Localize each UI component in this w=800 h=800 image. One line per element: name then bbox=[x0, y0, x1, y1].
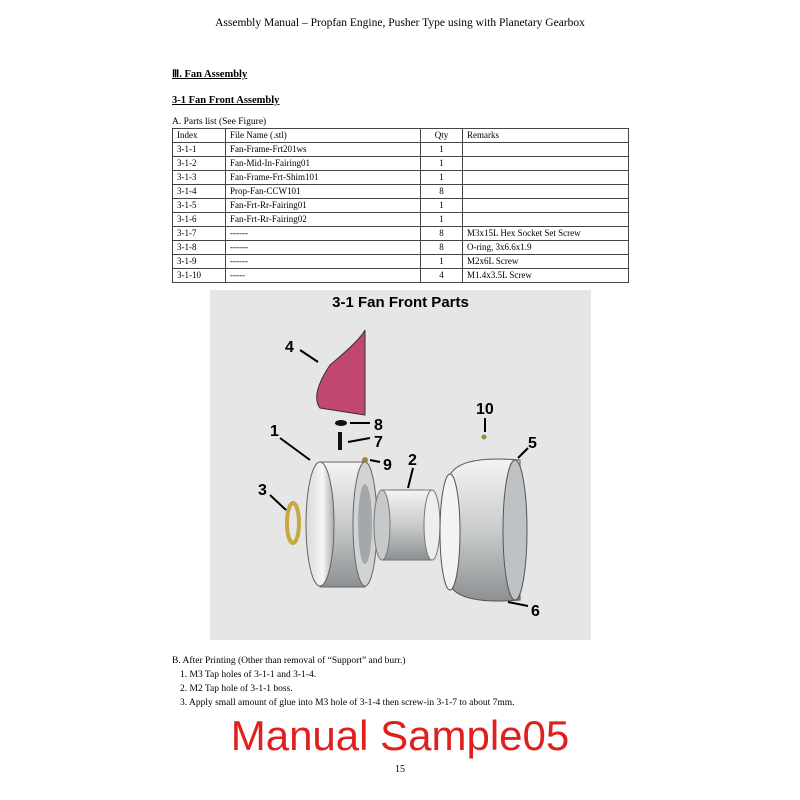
cell-remarks: M2x6L Screw bbox=[462, 254, 629, 269]
cell-index: 3-1-3 bbox=[172, 170, 226, 185]
label-3: 3 bbox=[258, 482, 267, 499]
page-header: Assembly Manual – Propfan Engine, Pusher… bbox=[215, 17, 585, 29]
figure-title: 3-1 Fan Front Parts bbox=[332, 294, 469, 311]
cell-index: 3-1-4 bbox=[172, 184, 226, 199]
cell-index: 3-1-8 bbox=[172, 240, 226, 255]
parts-caption: A. Parts list (See Figure) bbox=[172, 117, 267, 127]
cell-qty: 8 bbox=[420, 184, 463, 199]
cell-qty: 8 bbox=[420, 240, 463, 255]
label-5: 5 bbox=[528, 435, 537, 452]
column-header: Qty bbox=[420, 128, 463, 143]
parts-figure: 3-1 Fan Front Parts bbox=[210, 290, 591, 640]
cell-qty: 4 bbox=[420, 268, 463, 283]
cell-index: 3-1-6 bbox=[172, 212, 226, 227]
set-screw-part bbox=[338, 432, 342, 450]
cell-index: 3-1-1 bbox=[172, 142, 226, 157]
shim-part bbox=[285, 501, 301, 545]
cell-qty: 1 bbox=[420, 254, 463, 269]
cell-remarks bbox=[462, 198, 629, 213]
label-9: 9 bbox=[383, 457, 392, 474]
cell-remarks: M1.4x3.5L Screw bbox=[462, 268, 629, 283]
cell-index: 3-1-7 bbox=[172, 226, 226, 241]
cell-qty: 1 bbox=[420, 156, 463, 171]
o-ring-part bbox=[335, 420, 347, 426]
cell-index: 3-1-5 bbox=[172, 198, 226, 213]
page-number: 15 bbox=[395, 764, 405, 775]
cell-file-name: Fan-Frame-Frt-Shim101 bbox=[225, 170, 421, 185]
label-7: 7 bbox=[374, 434, 383, 451]
cell-file-name: Prop-Fan-CCW101 bbox=[225, 184, 421, 199]
cell-file-name: ------ bbox=[225, 254, 421, 269]
screw-part-10 bbox=[481, 434, 487, 440]
cell-file-name: ------ bbox=[225, 240, 421, 255]
column-header: Remarks bbox=[462, 128, 629, 143]
cell-remarks bbox=[462, 170, 629, 185]
label-10: 10 bbox=[476, 401, 494, 418]
subsection-title: 3-1 Fan Front Assembly bbox=[172, 95, 280, 106]
cell-index: 3-1-2 bbox=[172, 156, 226, 171]
cell-remarks: M3x15L Hex Socket Set Screw bbox=[462, 226, 629, 241]
label-1: 1 bbox=[270, 423, 279, 440]
cell-qty: 1 bbox=[420, 212, 463, 227]
cell-file-name: Fan-Frt-Rr-Fairing01 bbox=[225, 198, 421, 213]
label-2: 2 bbox=[408, 452, 417, 469]
cell-qty: 1 bbox=[420, 198, 463, 213]
cell-remarks bbox=[462, 156, 629, 171]
exploded-view-diagram: 4 1 3 8 7 9 2 10 5 6 bbox=[258, 329, 540, 620]
rear-fairing-part bbox=[449, 458, 521, 602]
cell-file-name: ------ bbox=[225, 226, 421, 241]
section-title: Ⅲ. Fan Assembly bbox=[172, 69, 248, 80]
cell-remarks bbox=[462, 142, 629, 157]
label-4: 4 bbox=[285, 339, 294, 356]
cell-file-name: Fan-Frame-Frt201ws bbox=[225, 142, 421, 157]
cell-qty: 1 bbox=[420, 142, 463, 157]
after-printing-notes: B. After Printing (Other than removal of… bbox=[172, 654, 515, 710]
fan-blade-part bbox=[316, 329, 366, 416]
cell-file-name: ----- bbox=[225, 268, 421, 283]
cell-index: 3-1-10 bbox=[172, 268, 226, 283]
note-item: 1. M3 Tap holes of 3-1-1 and 3-1-4. bbox=[180, 670, 317, 680]
cell-remarks bbox=[462, 212, 629, 227]
label-6: 6 bbox=[531, 603, 540, 620]
cell-qty: 1 bbox=[420, 170, 463, 185]
cell-remarks bbox=[462, 184, 629, 199]
notes-title: B. After Printing (Other than removal of… bbox=[172, 656, 406, 666]
column-header: File Name (.stl) bbox=[225, 128, 421, 143]
note-item: 3. Apply small amount of glue into M3 ho… bbox=[180, 698, 515, 708]
column-header: Index bbox=[172, 128, 226, 143]
cell-index: 3-1-9 bbox=[172, 254, 226, 269]
cell-file-name: Fan-Frt-Rr-Fairing02 bbox=[225, 212, 421, 227]
cell-qty: 8 bbox=[420, 226, 463, 241]
label-8: 8 bbox=[374, 417, 383, 434]
watermark: Manual Sample05 bbox=[230, 712, 570, 759]
cell-file-name: Fan-Mid-In-Fairing01 bbox=[225, 156, 421, 171]
note-item: 2. M2 Tap hole of 3-1-1 boss. bbox=[180, 684, 293, 694]
cell-remarks: O-ring, 3x6.6x1.9 bbox=[462, 240, 629, 255]
